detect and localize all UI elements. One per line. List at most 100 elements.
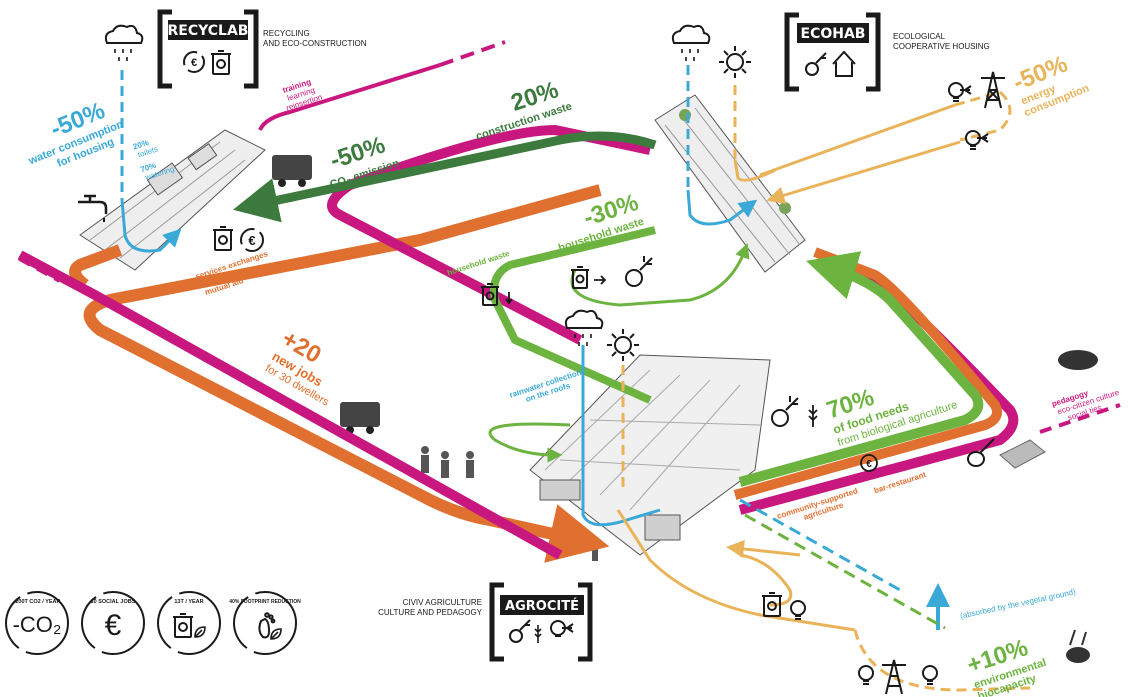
sun-icon bbox=[607, 329, 639, 361]
ecohab-description-line2: COOPERATIVE HOUSING bbox=[893, 42, 990, 51]
yellow-energy-line2 bbox=[766, 140, 961, 205]
green-household-small-loop bbox=[570, 242, 750, 307]
guitar-icon bbox=[967, 438, 995, 467]
euro-icon: € bbox=[860, 454, 878, 472]
orange-upper-loop bbox=[733, 247, 1002, 500]
lightbulb-icon bbox=[965, 130, 989, 150]
power-pylon-icon bbox=[981, 71, 1005, 109]
fruit-vegetable-icon bbox=[771, 396, 799, 427]
leaf-icon bbox=[194, 626, 206, 638]
magenta-left-dash bbox=[18, 255, 62, 283]
badge-footprint-top: 40% FOOTPRINT REDUCTION bbox=[229, 599, 301, 605]
recyclab-description-line2: AND ECO-CONSTRUCTION bbox=[263, 39, 367, 48]
badge-jobs: 10 SOCIAL JOBS € bbox=[81, 591, 145, 655]
pedagogy-people-sketch bbox=[1058, 350, 1098, 370]
yellow-energy-loop bbox=[959, 90, 1012, 142]
water-tap-icon bbox=[78, 194, 108, 222]
yellow-agrocite-down bbox=[616, 509, 856, 632]
rain-cloud-icon bbox=[671, 24, 711, 61]
recyclab-description-line1: RECYCLING bbox=[263, 29, 310, 38]
ecohab-module-box: ECOHAB bbox=[784, 12, 881, 92]
euro-cycle-icon: € bbox=[240, 228, 264, 252]
green-food-loop bbox=[738, 251, 984, 487]
ecohab-title: ECOHAB bbox=[801, 26, 866, 42]
magenta-mid-loop bbox=[327, 125, 652, 345]
ecohab-building bbox=[654, 94, 806, 273]
co2-stat: -50% CO₂ emission bbox=[327, 131, 401, 191]
recycle-bin-icon bbox=[173, 613, 193, 638]
svg-text:€: € bbox=[866, 459, 872, 470]
badge-footprint: 40% FOOTPRINT REDUCTION bbox=[229, 591, 301, 655]
magenta-training-dash bbox=[439, 40, 506, 67]
fruit-vegetable-icon bbox=[625, 256, 653, 287]
agrocite-title: AGROCITÉ bbox=[505, 598, 579, 614]
badge-waste: 13T / YEAR bbox=[157, 591, 221, 655]
footprint-icon bbox=[258, 612, 276, 639]
svg-text:€: € bbox=[191, 57, 197, 69]
agrocite-description-line2: CULTURE AND PEDAGOGY bbox=[378, 608, 483, 617]
arrow-right-icon bbox=[594, 275, 607, 285]
sun-icon bbox=[719, 46, 751, 78]
blue-dash-ground bbox=[739, 498, 901, 592]
yellow-energy-line1 bbox=[759, 103, 956, 177]
lightbulb-icon bbox=[922, 665, 938, 685]
orange-left-start bbox=[69, 244, 123, 290]
machine-sketch-2 bbox=[340, 402, 380, 434]
lightbulb-icon bbox=[550, 620, 574, 637]
rain-cloud-icon bbox=[104, 24, 144, 61]
recycle-bin-icon bbox=[213, 226, 233, 251]
training-annotation: training learning reinsertion bbox=[281, 77, 323, 112]
rainwater-annotation: rainwater collection on the roofs bbox=[508, 368, 582, 404]
badge-jobs-top: 10 SOCIAL JOBS bbox=[91, 599, 136, 605]
energy-stat: -50% energy consumption bbox=[1009, 50, 1091, 119]
biocapacity-plant-sketch bbox=[1066, 629, 1090, 663]
badge-co2: -200T CO2 / YEAR -CO₂ bbox=[5, 591, 69, 655]
blue-water-ecohab-loop bbox=[686, 189, 758, 226]
yellow-agrocite-loop bbox=[739, 553, 793, 607]
recycle-bin-icon bbox=[211, 50, 231, 75]
book-sketch bbox=[999, 439, 1046, 469]
arrow-down-icon bbox=[505, 292, 513, 305]
magenta-social-loop bbox=[17, 250, 563, 560]
house-icon bbox=[832, 50, 856, 77]
recycle-bin-icon bbox=[571, 266, 589, 289]
badge-jobs-center: € bbox=[105, 609, 122, 642]
yellow-upper-arrow bbox=[726, 540, 801, 558]
blue-water-recyclab-loop bbox=[120, 199, 182, 253]
agrocite-module-box: AGROCITÉ bbox=[489, 582, 593, 662]
svg-text:€: € bbox=[248, 233, 255, 248]
ecohab-description-line1: ECOLOGICAL bbox=[893, 32, 946, 41]
fruit-vegetable-icon bbox=[509, 619, 531, 643]
recycle-bin-icon bbox=[762, 592, 782, 617]
green-household-waste bbox=[490, 226, 656, 404]
pedagogy-annotation: pedagogy eco-citizen culture social ties bbox=[1051, 388, 1121, 423]
water-stat: -50% water consumption for housing bbox=[26, 97, 125, 170]
magenta-pedagogy-dash bbox=[1039, 403, 1121, 434]
leaf-icon bbox=[270, 628, 282, 640]
euro-cycle-icon: € bbox=[183, 51, 205, 73]
lightbulb-icon bbox=[948, 82, 972, 102]
green-rainwater-loop bbox=[488, 422, 571, 463]
lightbulb-icon bbox=[790, 600, 806, 620]
fruit-vegetable-icon bbox=[805, 52, 827, 76]
agrocite-description-line1: CIVIV AGRICULTURE bbox=[403, 598, 482, 607]
badge-waste-top: 13T / YEAR bbox=[174, 599, 203, 605]
grain-icon bbox=[808, 405, 818, 427]
recyclab-title: RECYCLAB bbox=[168, 23, 249, 39]
badge-co2-center: -CO₂ bbox=[13, 612, 62, 637]
green-dash-biocapacity bbox=[744, 513, 946, 630]
machine-sketch-1 bbox=[272, 155, 312, 187]
power-pylon-icon bbox=[882, 659, 906, 695]
recyclab-module-box: RECYCLAB € bbox=[157, 9, 259, 89]
recycle-bin-icon bbox=[481, 283, 499, 306]
blue-water-agrocite bbox=[581, 345, 661, 527]
magenta-training-line bbox=[258, 63, 441, 131]
lightbulb-icon bbox=[858, 665, 874, 685]
badge-co2-top: -200T CO2 / YEAR bbox=[14, 599, 61, 605]
rain-cloud-icon bbox=[564, 309, 604, 346]
dark-green-construction bbox=[232, 131, 657, 223]
grain-icon bbox=[534, 625, 542, 643]
absorbed-label: (absorbed by the vegetal ground) bbox=[959, 587, 1076, 620]
biocapacity-stat: +10% environmental biocapacity bbox=[964, 634, 1048, 697]
